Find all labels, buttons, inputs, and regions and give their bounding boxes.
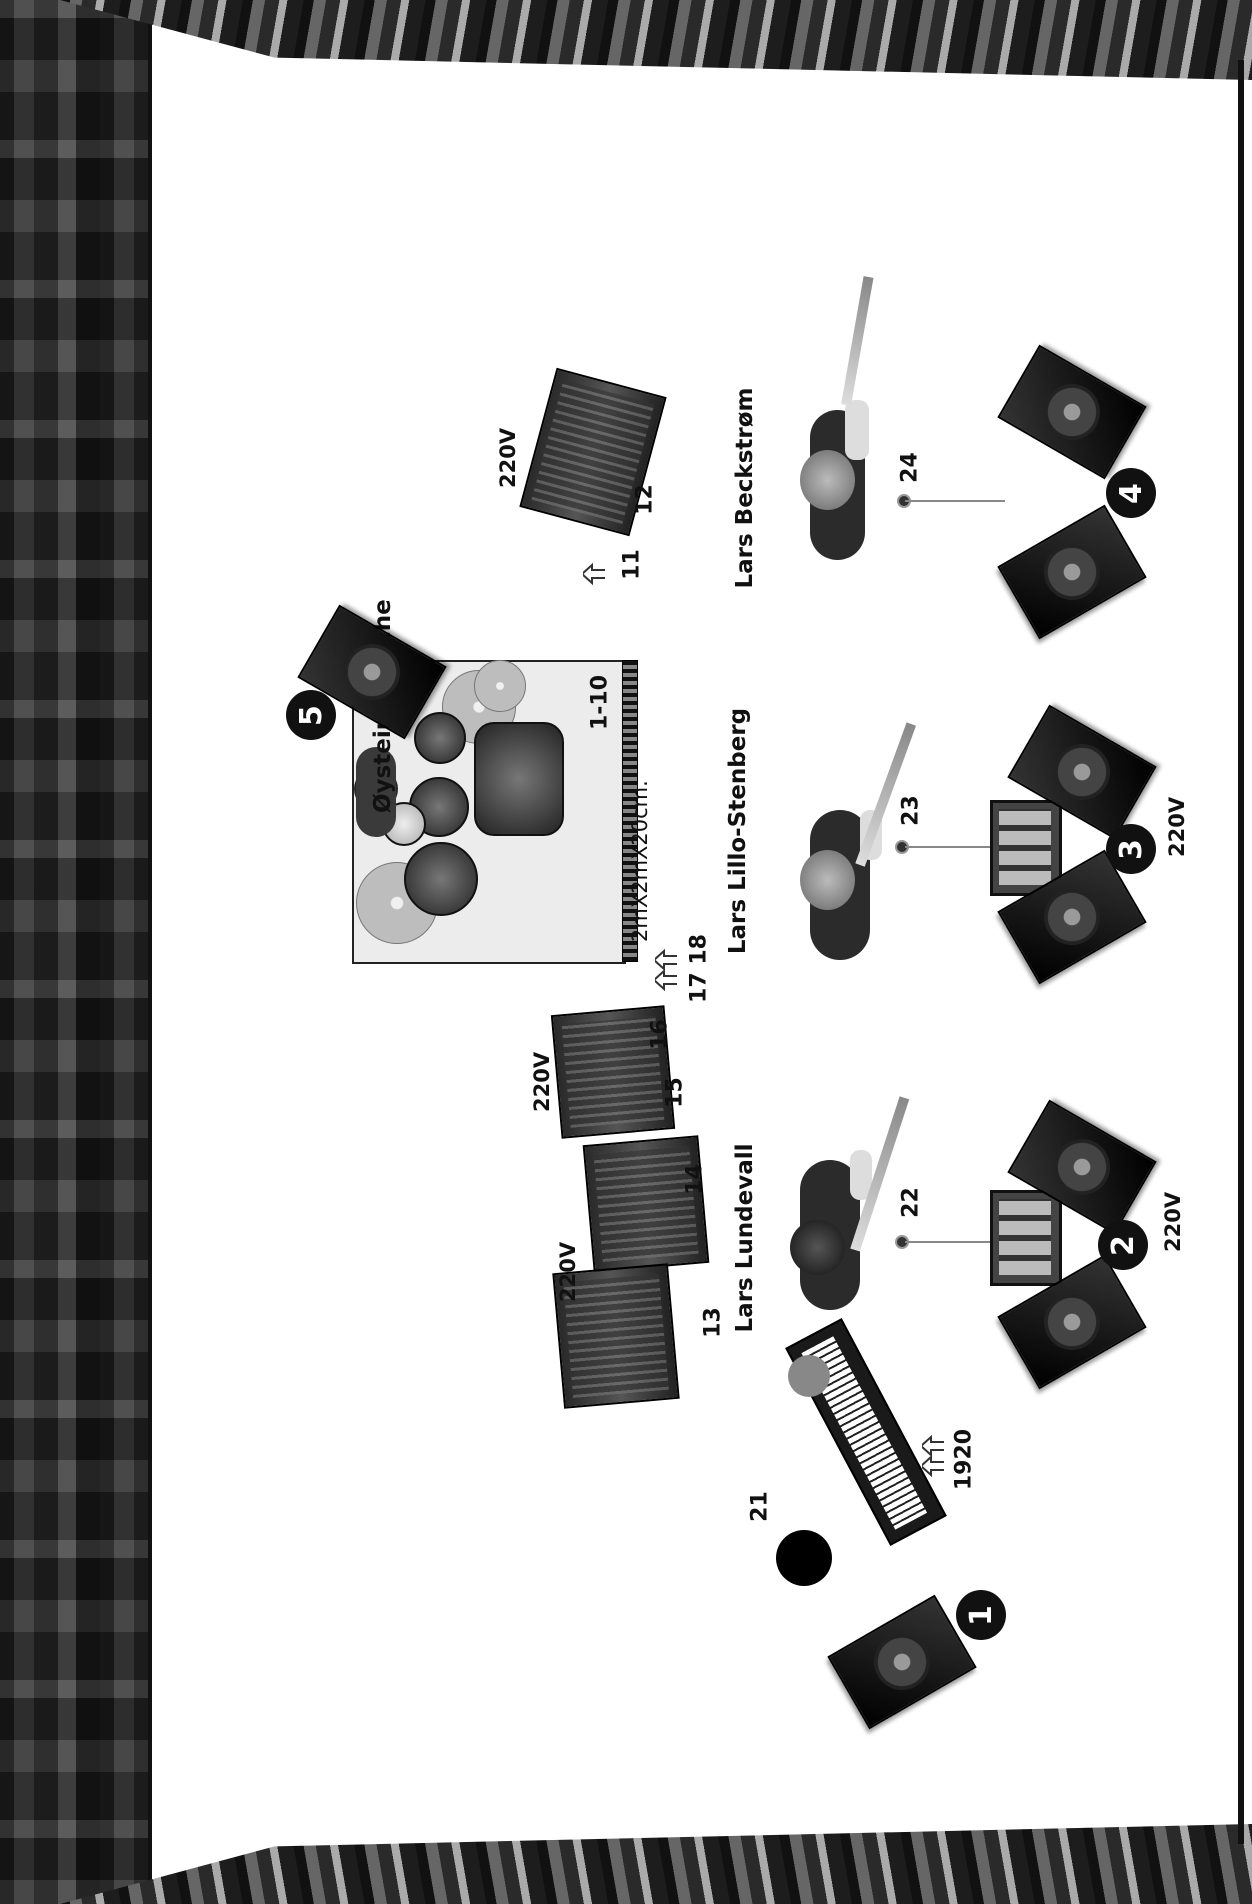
di-arrow-icon xyxy=(583,560,605,588)
floor-tom-icon xyxy=(404,842,478,916)
power-label-monitor-2: 220V xyxy=(1161,1192,1185,1252)
channel-label-16: 16 xyxy=(648,1015,673,1055)
channel-label-21: 21 xyxy=(748,1487,773,1527)
guitar-amp-icon xyxy=(583,1135,710,1273)
di-arrow-icon xyxy=(655,966,677,994)
channel-label-12: 12 xyxy=(633,480,658,520)
side-curtain-top xyxy=(60,0,1252,80)
keyboard-stool-icon xyxy=(776,1530,832,1586)
performer-name-guitar-center: Lars Lillo-Stenberg xyxy=(725,701,751,961)
mic-stand-icon xyxy=(905,500,1005,502)
channel-label-23: 23 xyxy=(899,791,924,831)
channel-label-17-18: 17 18 xyxy=(687,929,712,1009)
side-curtain-bottom xyxy=(60,1824,1252,1904)
power-label-bass-amp: 220V xyxy=(496,428,520,488)
di-arrow-icon xyxy=(922,1452,944,1480)
mic-stand-icon xyxy=(905,1241,995,1243)
monitor-wedge-icon xyxy=(827,1595,976,1730)
guitar-player-icon xyxy=(790,780,910,960)
keyboard-stool-icon xyxy=(788,1355,830,1397)
tom-icon xyxy=(414,712,466,764)
back-curtain xyxy=(0,0,152,1904)
cymbal-icon xyxy=(474,660,526,712)
monitor-badge-3: 3 xyxy=(1106,824,1156,874)
channel-label-24: 24 xyxy=(898,448,923,488)
stage-front-edge xyxy=(1238,60,1244,1844)
channel-label-14: 14 xyxy=(683,1160,708,1200)
power-label-guitar-amp-right: 220V xyxy=(530,1052,554,1112)
monitor-wedge-icon xyxy=(997,505,1146,640)
mic-stand-icon xyxy=(905,846,995,848)
monitor-badge-5: 5 xyxy=(286,690,336,740)
bass-player-icon xyxy=(780,380,900,580)
channel-label-19-20: 1920 xyxy=(952,1425,977,1495)
performer-name-guitar-left: Lars Lundevall xyxy=(732,1138,758,1338)
monitor-badge-4: 4 xyxy=(1106,468,1156,518)
power-label-guitar-amp-left: 220V xyxy=(556,1242,580,1302)
power-label-monitor-3: 220V xyxy=(1165,797,1189,857)
monitor-badge-2: 2 xyxy=(1098,1220,1148,1270)
channel-label-11: 11 xyxy=(620,545,645,585)
channel-label-13: 13 xyxy=(701,1303,726,1343)
monitor-wedge-icon xyxy=(997,345,1146,480)
channel-label-15: 15 xyxy=(663,1073,688,1113)
performer-name-bass: Lars Beckstrøm xyxy=(732,368,758,608)
channel-label-drums: 1-10 xyxy=(588,663,613,743)
channel-label-22: 22 xyxy=(899,1183,924,1223)
pedalboard-icon xyxy=(990,1190,1062,1286)
riser-size-label: 2mX2mX20cm. xyxy=(628,782,652,942)
monitor-badge-1: 1 xyxy=(956,1590,1006,1640)
kick-drum-icon xyxy=(474,722,564,836)
